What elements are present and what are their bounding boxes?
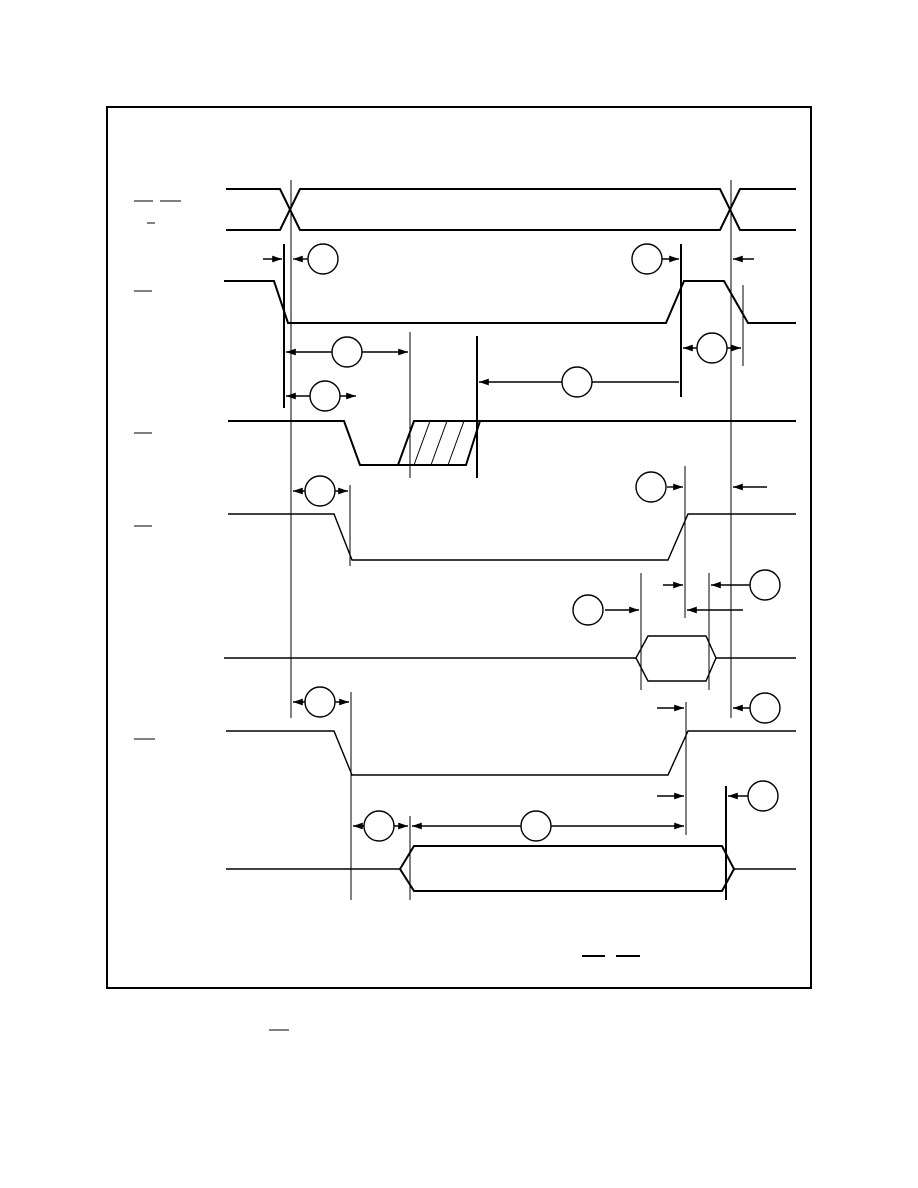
- timing-ref-bubble: [304, 686, 336, 718]
- timing-ref-bubble: [572, 594, 604, 626]
- waveform-4: [228, 513, 796, 561]
- waveform-2: [224, 280, 796, 324]
- diagram-border: [106, 106, 812, 989]
- waveform-1: [226, 188, 796, 231]
- timing-ref-bubble: [561, 366, 593, 398]
- waveform-3: [228, 420, 796, 466]
- timing-ref-bubble: [331, 336, 363, 368]
- reference-lines: [283, 180, 744, 900]
- timing-bubbles: [304, 243, 781, 842]
- timing-ref-bubble: [309, 380, 341, 412]
- timing-ref-bubble: [635, 471, 667, 503]
- timing-ref-bubble: [520, 810, 552, 842]
- caption-overbars: [269, 955, 640, 1031]
- waveform-5: [224, 635, 796, 682]
- timing-ref-bubble: [631, 243, 663, 275]
- timing-ref-bubble: [696, 332, 728, 364]
- timing-ref-bubble: [747, 780, 779, 812]
- timing-ref-bubble: [749, 569, 781, 601]
- waveform-6: [226, 730, 796, 776]
- timing-ref-bubble: [363, 810, 395, 842]
- signal-labels: [134, 200, 181, 740]
- hatch-fill: [413, 420, 465, 466]
- timing-ref-bubble: [749, 692, 781, 724]
- timing-ref-bubble: [307, 243, 339, 275]
- waveform-7: [226, 845, 796, 892]
- timing-ref-bubble: [304, 475, 336, 507]
